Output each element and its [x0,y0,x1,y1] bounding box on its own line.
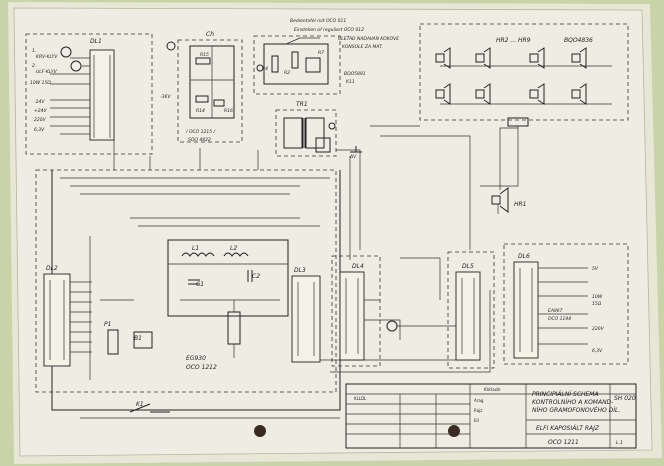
dl6-code-1: EA967 [548,308,563,314]
block-speakers: HR2 ... HR9 BQO4836 [419,23,629,127]
block-tr1: TR1 [275,101,337,157]
minus-36v-label: -36V [160,94,171,100]
block-dl2: DL2 [43,265,92,367]
ch-label: Ch [206,31,214,38]
eg-code-2: OCO 1212 [186,364,217,371]
note-top-1: Bedientafel mit OCO 011 [290,18,346,24]
title-row-2: Rajz [474,408,482,413]
c2-label: C2 [252,273,260,280]
dl6-voltage-15ohm: 15Ω [592,301,602,307]
dl1-voltage-2: +24V [34,108,47,114]
speaker-hr1: HR1 [491,127,527,214]
dl6-voltage-220v: 220V [592,326,605,332]
r7-label: R7 [318,50,324,56]
note-top-4: KONSOLE ZA MAT. [342,44,383,50]
r4-label: R4 [262,66,268,72]
r2-label: R2 [284,70,290,76]
l2-label: L2 [230,245,237,252]
block-p1: P1 B1 [104,300,241,358]
dl1-antenna-2: 2. [32,63,36,69]
dl5-label: DL5 [462,263,474,270]
speaker-code: BQO4836 [564,37,593,44]
title-block-header: Klkladn [484,387,501,393]
ch-code-1: / OCO 1215 / [185,129,215,135]
drawing-number: OCO 1211 [548,439,579,446]
block-dl6: DL6 5V 10W 15Ω 220V 6,3V EA967 OCO 1194 [503,243,629,365]
dl6-voltage-5v: 5V [592,266,599,272]
title-line-2: KONTROLNÍHO A KOMAND- [532,399,613,406]
relay-code-1: BQO5891 [344,71,366,77]
r15-label: R15 [200,52,209,58]
r16-label: R16 [224,108,233,114]
c1-label: C1 [196,281,204,288]
block-dl4: DL4 [331,255,381,367]
speaker-row-bottom [435,83,587,105]
tr1-label: TR1 [296,101,308,108]
speaker-title: HR2 ... HR9 [496,37,531,44]
dl6-voltage-10w: 10W [592,294,603,300]
dl4-label: DL4 [352,263,364,270]
p1-label: P1 [104,321,111,328]
notes-top: Bedientafel mit OCO 011 Einstellen of re… [290,18,399,50]
title-row-1: Arag [474,398,484,403]
block-ch: Ch R15 R14 R16 / OCO 1215 / SQO 4822 -36… [160,31,243,143]
title-margin-code: KLLDL [354,396,367,401]
title-row-3: Ell [474,418,479,423]
k1-label: K1 [136,401,144,408]
hr1-label: HR1 [514,201,527,208]
dl1-input-1: KRV·KLYV [36,54,58,60]
ch-code-2: SQO 4822 [188,137,211,143]
drawing-code: SH 020 [614,395,636,402]
dl1-voltage-4: 6,3V [34,127,45,133]
note-top-3: ÚLEŤAD NADAVAN KOKOVE [338,34,399,42]
block-k1: K1 ΔV [129,146,362,413]
title-line-3: NÍHO GRAMOFONOVÉHO DÍL. [532,406,620,414]
company-label: ELFI KAPOSIÁLT RAJZ [536,425,600,432]
dl1-antenna-1: 1. [32,48,36,54]
block-eg930: L1 L2 C1 C2 EG930 OCO 1212 [167,239,289,371]
title-line-1: PRINCIPIÁLNÍ SCHEMA [532,391,599,398]
dl1-connector [89,49,115,141]
ground-label: ΔV [349,154,357,160]
block-relay: R4 R2 R7 BQO5891 K11 [253,35,366,95]
dl1-label: DL1 [90,38,102,45]
dl6-code-2: OCO 1194 [548,316,571,322]
r14-label: R14 [196,108,205,114]
dl1-input-2: ULF·KLYV [36,69,58,75]
dl1-voltage-1: -24V [34,99,45,105]
dl1-input-3: 10W 15Ω [30,80,51,86]
dl2-label: DL2 [46,265,58,272]
eg-code-1: EG930 [186,355,206,362]
block-dl5: DL5 [386,251,495,369]
block-dl1: DL1 1. 2. KRV·KLYV ULF·KLYV 10W 15Ω -24V… [25,33,153,155]
dl6-label: DL6 [518,253,530,260]
dl1-voltage-3: 220V [34,117,47,123]
b1-label: B1 [134,335,142,342]
dl6-voltage-6v: 6,3V [592,348,603,354]
relay-code-2: K11 [346,79,355,85]
title-block: Klkladn PRINCIPIÁLNÍ SCHEMA KONTROLNÍHO … [345,383,637,449]
dl3-label: DL3 [294,267,306,274]
note-top-2: Einstellen of reguliert OCO 012 [294,27,364,33]
speaker-row-top [435,47,587,69]
block-dl3: DL3 [291,267,321,363]
l1-label: L1 [192,245,199,252]
sheet-number: L.1 [616,440,623,446]
